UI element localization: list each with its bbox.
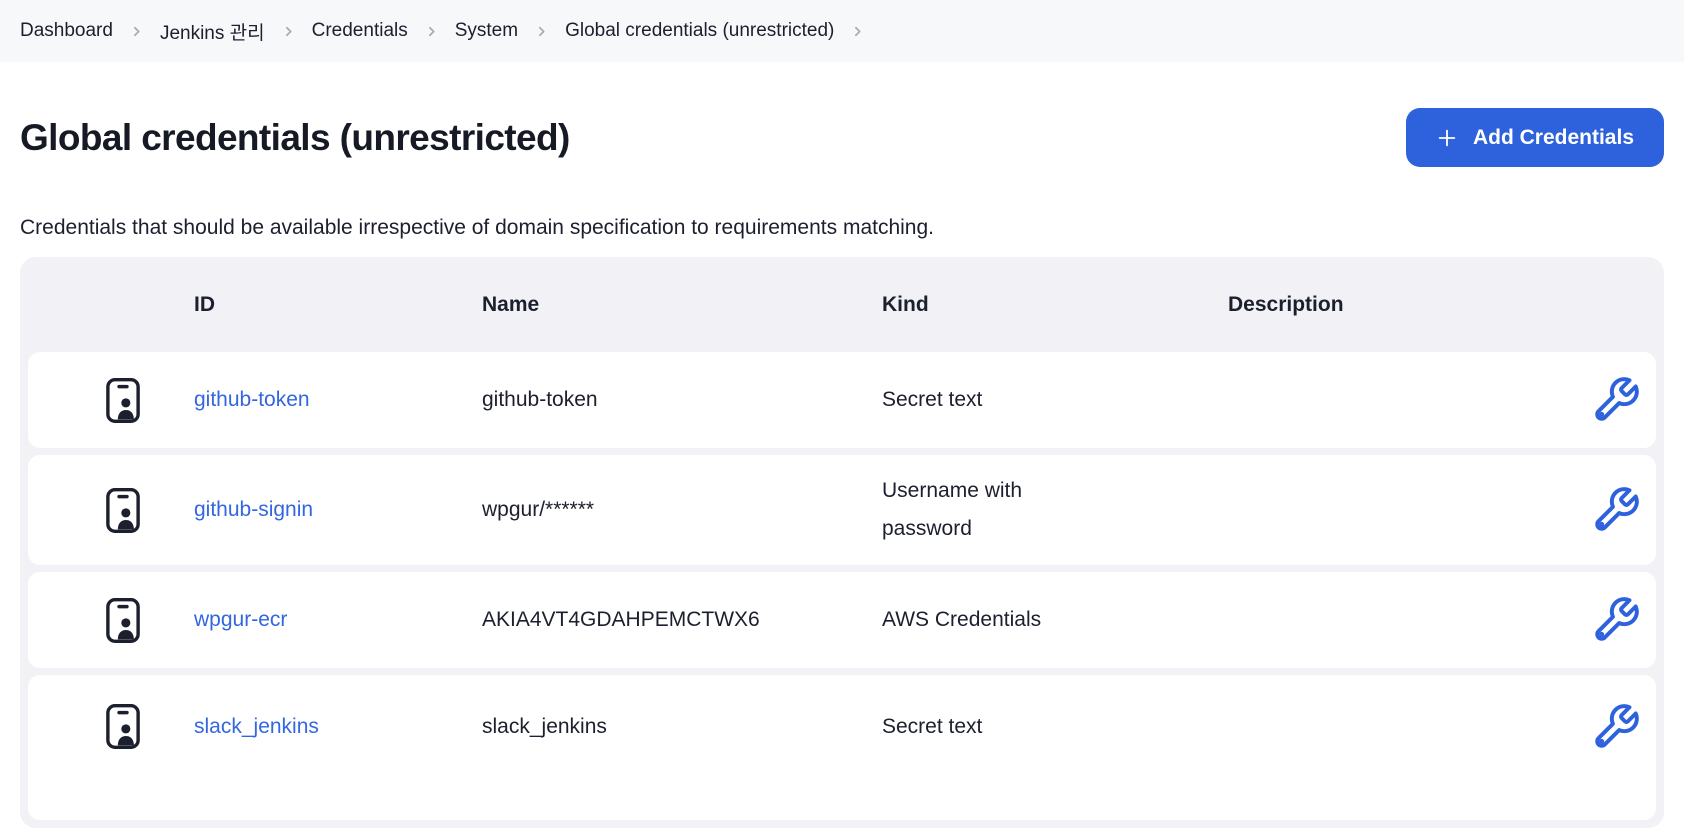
credential-id-link[interactable]: wpgur-ecr: [194, 608, 288, 631]
intro-text: Credentials that should be available irr…: [20, 216, 934, 239]
wrench-icon[interactable]: [1576, 702, 1656, 752]
chevron-right-icon: [425, 25, 438, 38]
credential-kind: AWS Credentials: [882, 608, 1042, 632]
table-row: github-token github-token Secret text: [28, 352, 1656, 448]
page-title: Global credentials (unrestricted): [20, 116, 570, 158]
column-header-description: Description: [1228, 293, 1344, 316]
breadcrumb-item-dashboard[interactable]: Dashboard: [20, 20, 113, 41]
breadcrumb: Dashboard Jenkins 관리 Credentials System …: [0, 0, 1684, 62]
wrench-icon[interactable]: [1576, 375, 1656, 425]
id-card-icon: [28, 487, 194, 534]
chevron-right-icon[interactable]: [851, 25, 864, 38]
plus-icon: [1436, 127, 1458, 149]
credential-kind: Secret text: [882, 388, 983, 412]
credential-id-link[interactable]: github-signin: [194, 498, 314, 521]
credential-kind: Username with password: [882, 479, 1023, 540]
wrench-icon[interactable]: [1576, 485, 1656, 535]
add-credentials-button[interactable]: Add Credentials: [1405, 108, 1664, 167]
breadcrumb-item-credentials[interactable]: Credentials: [311, 20, 408, 41]
chevron-right-icon: [282, 25, 295, 38]
table-row: wpgur-ecr AKIA4VT4GDAHPEMCTWX6 AWS Crede…: [28, 572, 1656, 668]
table-row: github-signin wpgur/****** Username with…: [28, 455, 1656, 565]
credential-id-link[interactable]: github-token: [194, 388, 310, 411]
wrench-icon[interactable]: [1576, 595, 1656, 645]
id-card-icon: [28, 703, 194, 750]
page-header: Global credentials (unrestricted) Add Cr…: [0, 62, 1684, 167]
credential-name: slack_jenkins: [482, 714, 607, 738]
add-credentials-label: Add Credentials: [1472, 125, 1634, 149]
breadcrumb-item-system[interactable]: System: [454, 20, 519, 41]
table-header-row: ID Name Kind Description: [28, 265, 1656, 345]
credentials-table: ID Name Kind Description github-token gi…: [20, 257, 1664, 828]
breadcrumb-item-manage-jenkins[interactable]: Jenkins 관리: [159, 22, 265, 44]
id-card-icon: [28, 377, 194, 424]
breadcrumb-item-global-credentials[interactable]: Global credentials (unrestricted): [565, 20, 835, 41]
column-header-name: Name: [482, 293, 540, 316]
column-header-kind: Kind: [882, 293, 929, 316]
table-row: slack_jenkins slack_jenkins Secret text: [28, 675, 1656, 820]
credential-name: AKIA4VT4GDAHPEMCTWX6: [482, 608, 760, 631]
credential-name: wpgur/******: [482, 498, 595, 521]
credential-kind: Secret text: [882, 714, 983, 738]
chevron-right-icon: [130, 25, 143, 38]
credential-description: [1228, 400, 1576, 401]
credential-description: [1228, 726, 1576, 727]
column-header-id: ID: [194, 293, 215, 316]
credential-id-link[interactable]: slack_jenkins: [194, 714, 319, 738]
credential-description: [1228, 510, 1576, 511]
chevron-right-icon: [535, 25, 548, 38]
credential-description: [1228, 620, 1576, 621]
id-card-icon: [28, 597, 194, 644]
credential-name: github-token: [482, 388, 598, 411]
